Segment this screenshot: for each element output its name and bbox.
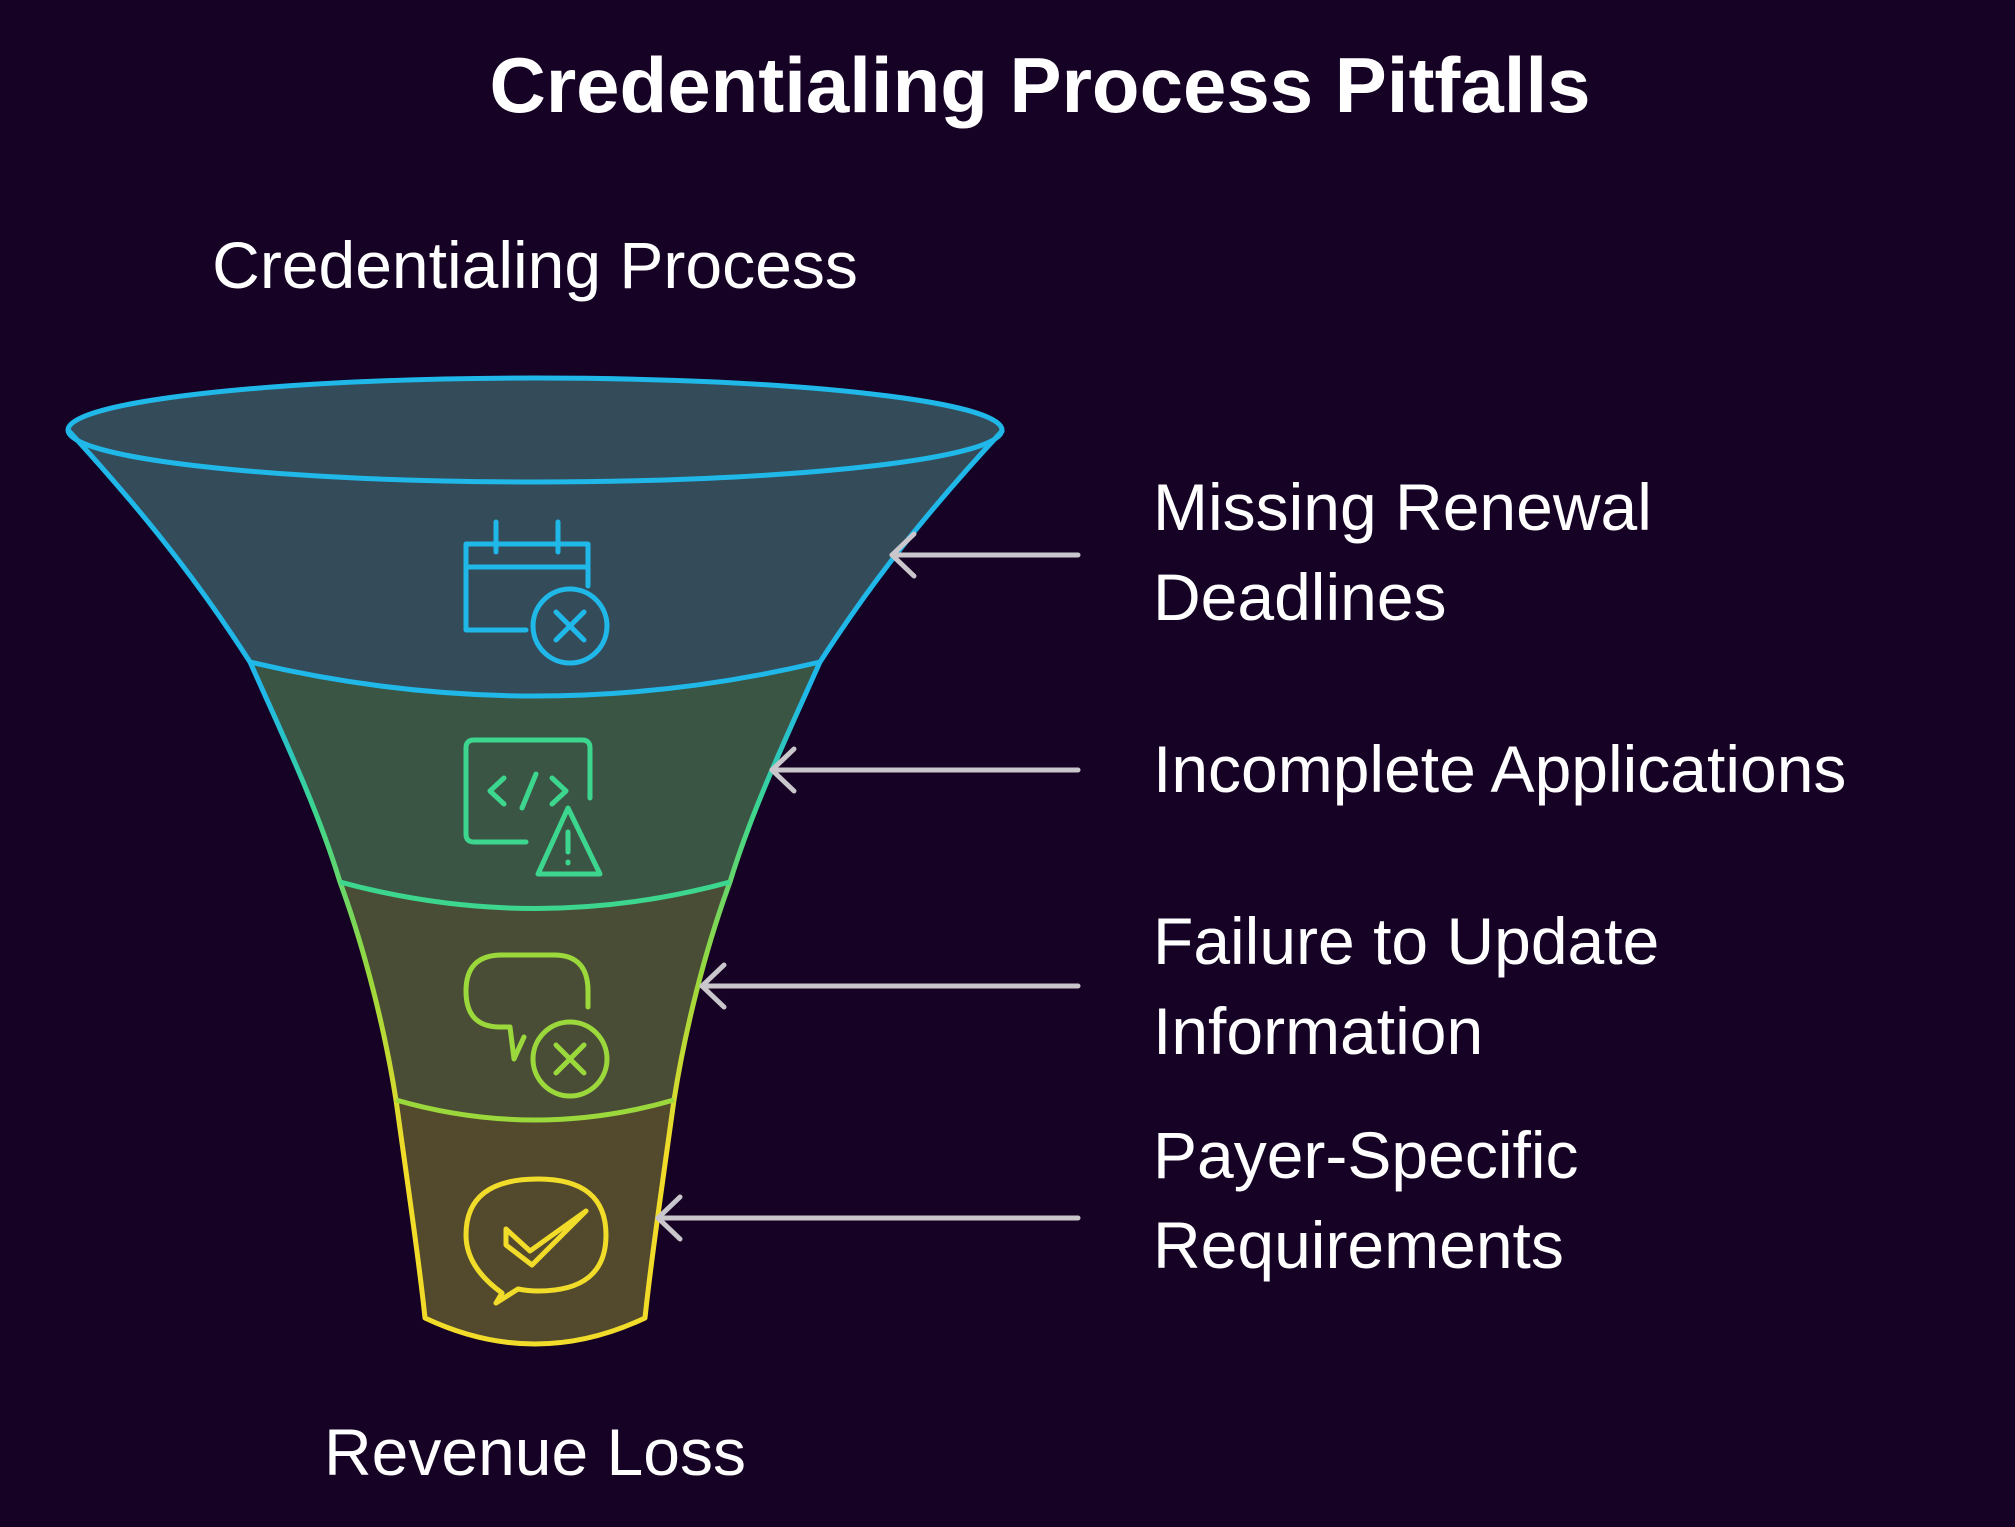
code-window-warning-icon — [463, 737, 603, 877]
arrow-stage-2 — [769, 746, 1081, 794]
calendar-x-icon — [463, 519, 610, 666]
page-title: Credentialing Process Pitfalls — [489, 41, 1590, 129]
funnel-rim — [65, 375, 1005, 485]
funnel — [65, 375, 1005, 1347]
funnel-segment-1 — [68, 430, 1003, 696]
funnel-divider-2 — [339, 879, 731, 911]
stage-2-label: Incomplete Applications — [1153, 732, 1846, 806]
chat-bubble-x-icon — [463, 952, 610, 1099]
funnel-bottom-label: Revenue Loss — [324, 1415, 746, 1489]
funnel-segment-3 — [340, 882, 730, 1120]
arrows — [655, 531, 1081, 1242]
stage-4-label: Payer-Specific Requirements — [1153, 1118, 1597, 1282]
chat-bubble-check-icon — [463, 1176, 609, 1306]
funnel-divider-3 — [395, 1097, 675, 1123]
arrow-stage-4 — [655, 1194, 1081, 1242]
funnel-segment-2 — [250, 662, 820, 909]
stage-3-label: Failure to Update Information — [1153, 904, 1678, 1068]
arrow-stage-1 — [889, 531, 1081, 579]
arrow-stage-3 — [699, 962, 1081, 1010]
funnel-top-label: Credentialing Process — [212, 228, 858, 302]
funnel-outline — [66, 428, 1005, 1347]
stage-1-label: Missing Renewal Deadlines — [1153, 470, 1670, 634]
stage-labels: Missing Renewal Deadlines Incomplete App… — [1153, 470, 1846, 1282]
funnel-divider-1 — [249, 659, 821, 699]
funnel-segment-4 — [396, 1100, 674, 1344]
